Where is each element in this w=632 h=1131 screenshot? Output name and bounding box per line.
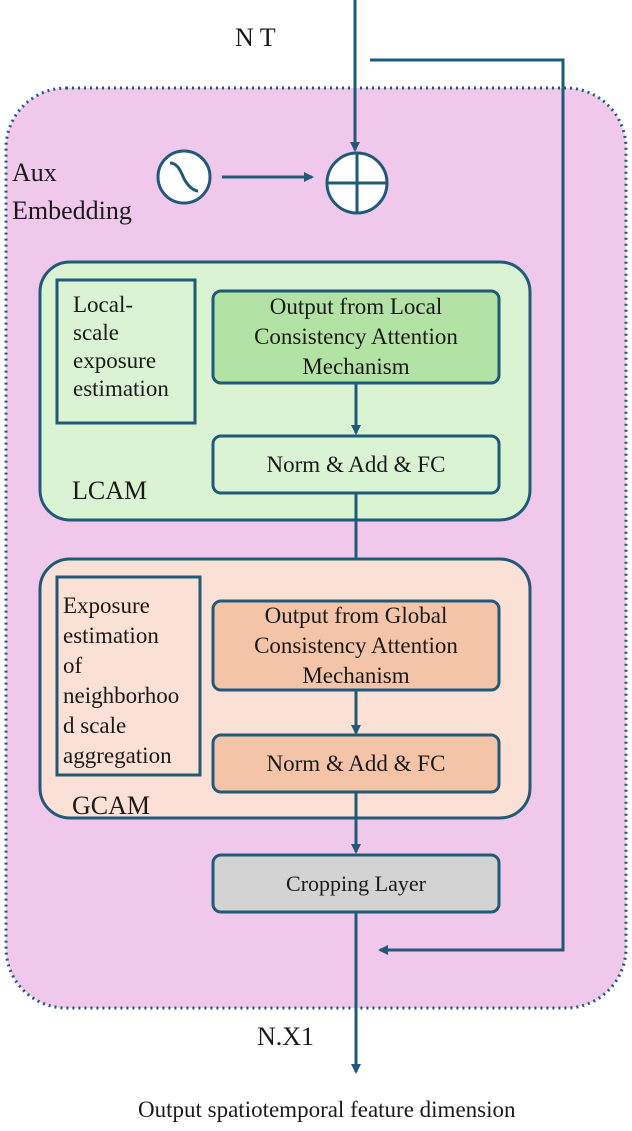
lcam-norm-text: Norm & Add & FC	[266, 451, 446, 477]
gcam-output-text: Output from Global Consistency Attention…	[254, 602, 458, 688]
gcam-label: GCAM	[72, 791, 151, 820]
cropping-layer-text: Cropping Layer	[286, 870, 426, 896]
cropping-layer-box	[211, 853, 501, 914]
lcam-output-text: Output from Local Consistency Attention …	[254, 294, 458, 379]
output-caption: Output spatiotemporal feature dimension	[138, 1097, 516, 1122]
lcam-side-note: Local- scale exposure estimation	[73, 292, 169, 401]
lcam-output-box	[211, 289, 501, 385]
aux-embedding-label-line1: Aux	[12, 158, 57, 187]
gcam-norm-text: Norm & Add & FC	[266, 750, 446, 776]
sine-wave-icon	[156, 149, 212, 205]
lcam-side-note-box	[55, 278, 197, 425]
lcam-label: LCAM	[72, 476, 148, 505]
adder-icon	[325, 151, 389, 215]
lcam-norm-box	[211, 434, 501, 495]
gcam-output-box	[211, 599, 501, 692]
gcam-side-note-box	[55, 575, 202, 777]
input-label: N T	[235, 23, 276, 52]
gcam-norm-box	[211, 733, 501, 794]
output-label: N.X1	[257, 1022, 315, 1051]
gcam-side-note: Exposure estimation of neighborhoo d sca…	[63, 593, 180, 768]
residual-path	[370, 58, 565, 955]
aux-embedding-label-line2: Embedding	[12, 196, 132, 225]
